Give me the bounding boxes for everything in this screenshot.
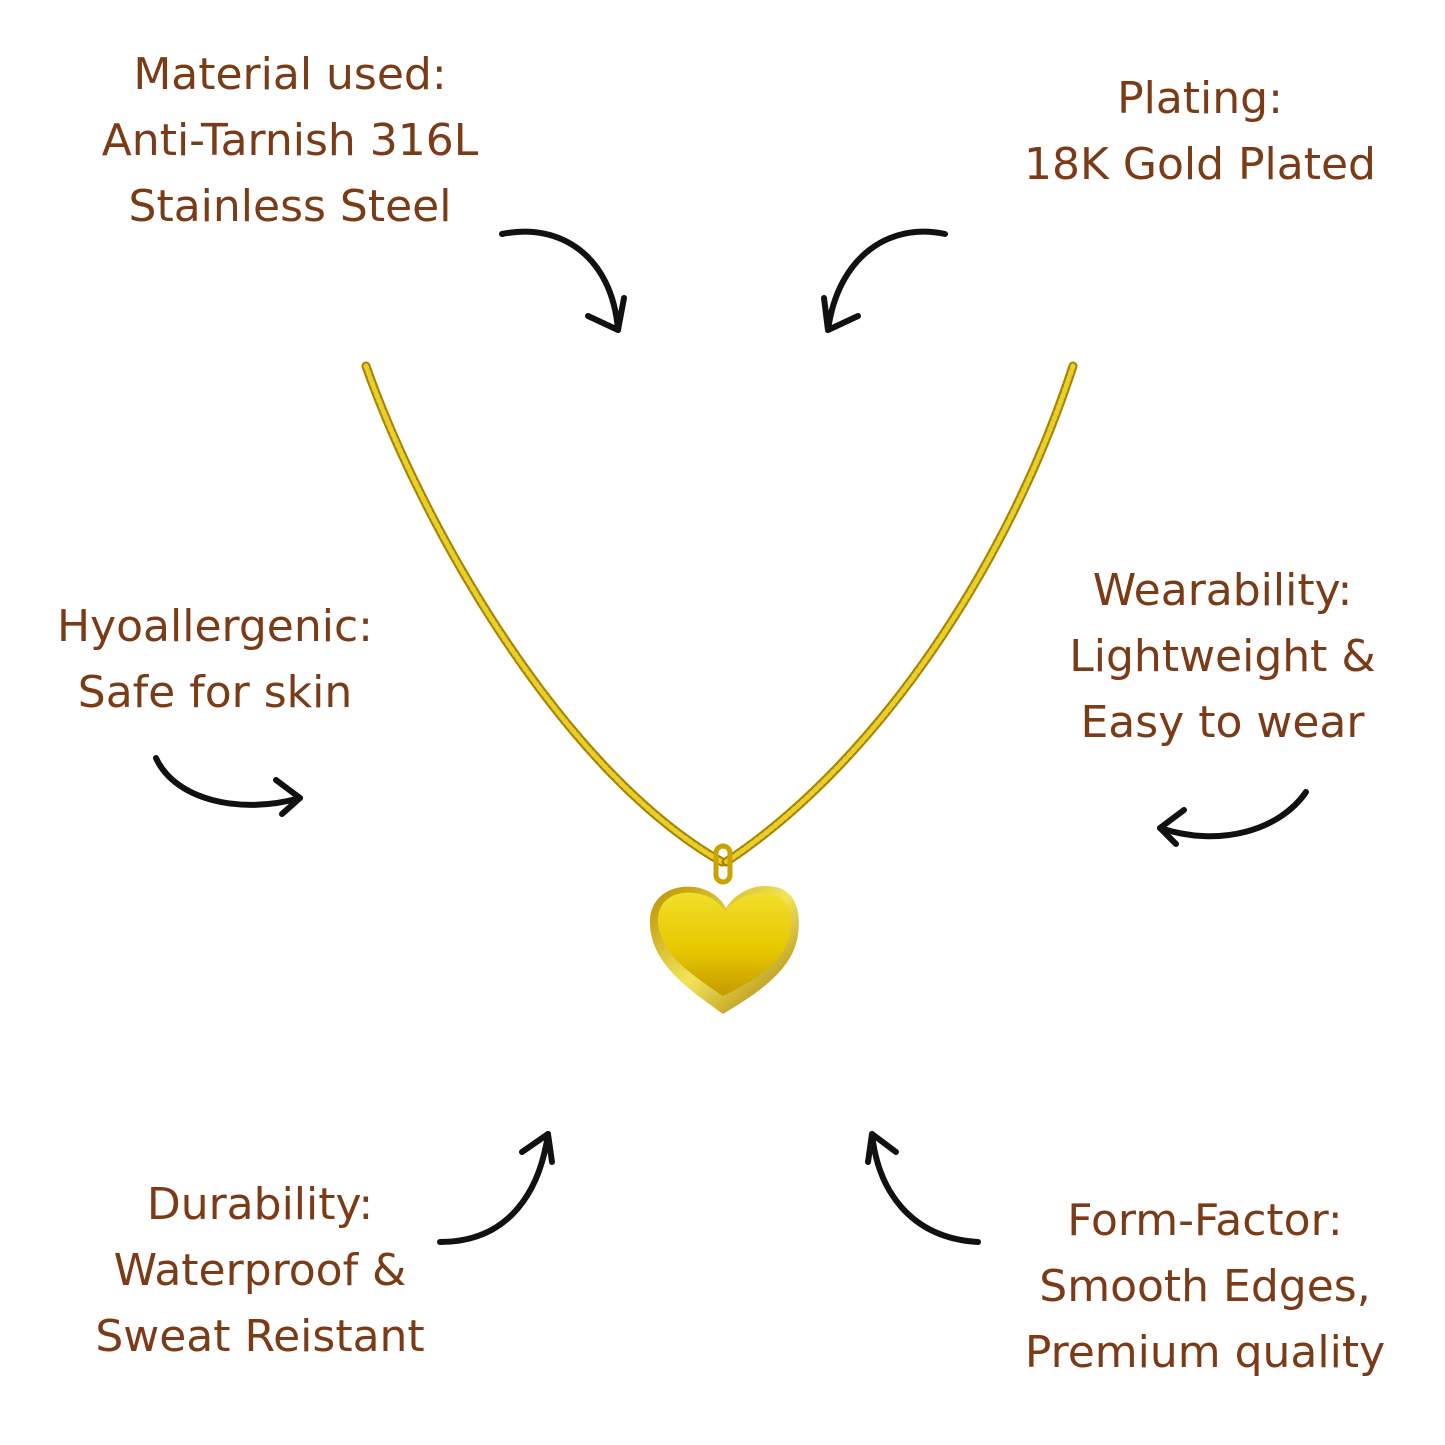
curved-arrow-icon bbox=[153, 755, 303, 817]
feature-hypoallergenic-title: Hyoallergenic: bbox=[57, 601, 373, 652]
feature-hypoallergenic: Hyoallergenic: Safe for skin bbox=[20, 594, 410, 726]
feature-form-factor: Form-Factor: Smooth Edges, Premium quali… bbox=[980, 1188, 1430, 1386]
feature-hypoallergenic-line1: Safe for skin bbox=[77, 667, 353, 718]
feature-form-factor-line2: Premium quality bbox=[1024, 1327, 1386, 1378]
curved-arrow-icon bbox=[865, 1131, 981, 1245]
feature-plating-line1: 18K Gold Plated bbox=[1024, 139, 1376, 190]
curved-arrow-icon bbox=[1157, 789, 1309, 847]
feature-durability-line2: Sweat Reistant bbox=[95, 1311, 425, 1362]
feature-material-line2: Stainless Steel bbox=[128, 181, 452, 232]
necklace-chain bbox=[361, 361, 1078, 867]
feature-plating: Plating: 18K Gold Plated bbox=[960, 66, 1440, 198]
feature-form-factor-title: Form-Factor: bbox=[1067, 1195, 1343, 1246]
feature-material-title: Material used: bbox=[133, 49, 447, 100]
feature-wearability-line2: Easy to wear bbox=[1080, 697, 1365, 748]
feature-plating-title: Plating: bbox=[1117, 73, 1283, 124]
feature-wearability: Wearability: Lightweight & Easy to wear bbox=[1010, 558, 1435, 756]
curved-arrow-icon bbox=[499, 228, 627, 333]
feature-durability-line1: Waterproof & bbox=[113, 1245, 407, 1296]
feature-material: Material used: Anti-Tarnish 316L Stainle… bbox=[40, 42, 540, 240]
feature-wearability-line1: Lightweight & bbox=[1069, 631, 1376, 682]
curved-arrow-icon bbox=[821, 228, 948, 333]
curved-arrow-icon bbox=[437, 1131, 555, 1245]
feature-durability-title: Durability: bbox=[146, 1179, 374, 1230]
feature-durability: Durability: Waterproof & Sweat Reistant bbox=[40, 1172, 480, 1370]
feature-form-factor-line1: Smooth Edges, bbox=[1039, 1261, 1371, 1312]
feature-wearability-title: Wearability: bbox=[1092, 565, 1353, 616]
heart-pendant-image bbox=[649, 843, 799, 1014]
feature-material-line1: Anti-Tarnish 316L bbox=[101, 115, 479, 166]
